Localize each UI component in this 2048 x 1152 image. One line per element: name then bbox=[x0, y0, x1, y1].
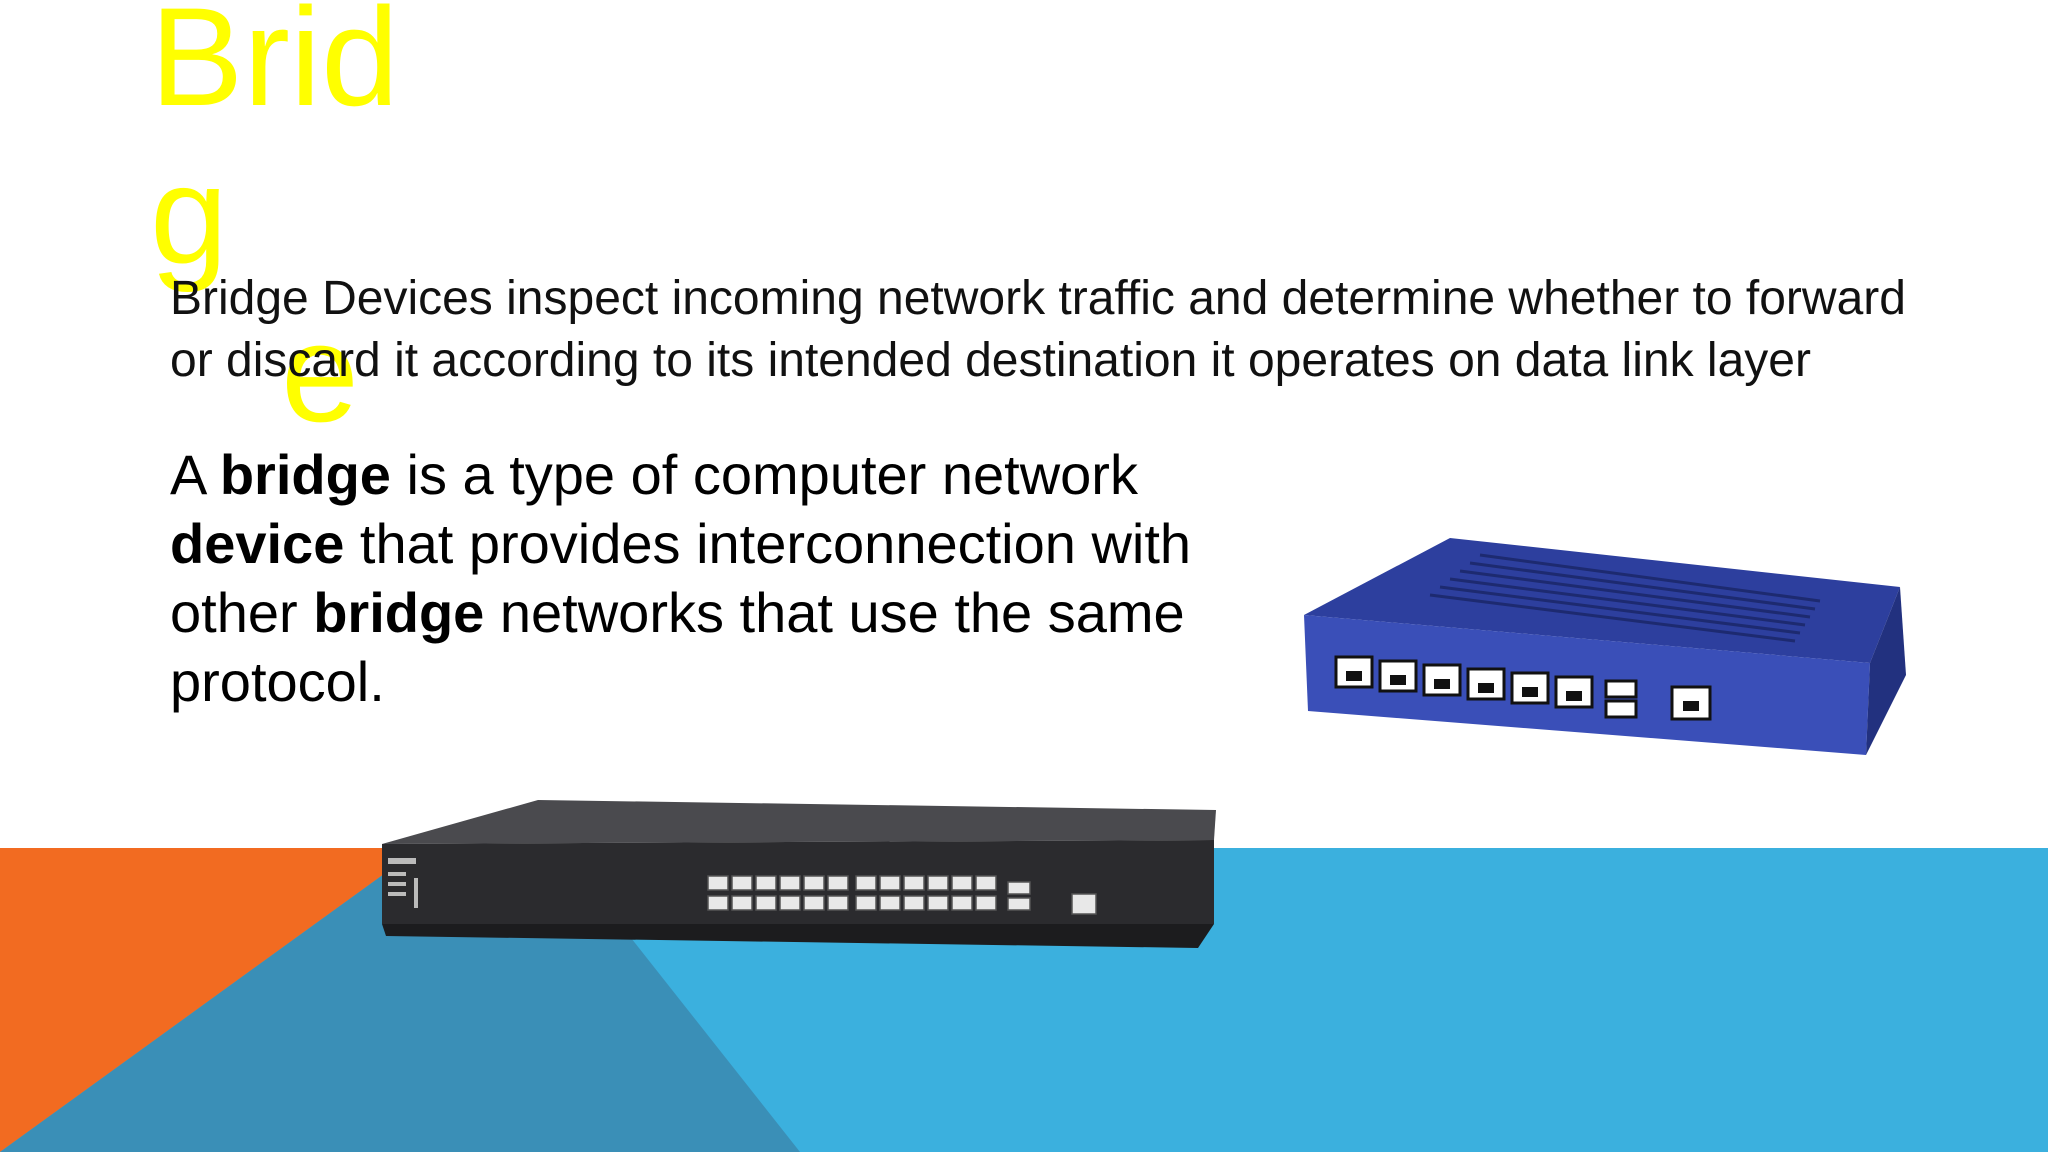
title-line-1: Brid g bbox=[150, 0, 399, 293]
definition-seg3: that provides interconnection with other bbox=[170, 512, 1192, 644]
slide-title: Brid g e bbox=[150, 0, 490, 452]
blue-bridge-device-image bbox=[1304, 538, 1906, 755]
definition-seg4: networks that use the same protocol. bbox=[170, 581, 1185, 713]
title-line-2: e bbox=[281, 294, 359, 451]
description-text: Bridge Devices inspect incoming network … bbox=[170, 272, 1906, 387]
definition-bold3: bridge bbox=[313, 581, 485, 644]
definition-paragraph: A bridge is a type of computer network d… bbox=[170, 440, 1260, 716]
definition-seg2: is a type of computer network bbox=[390, 443, 1138, 506]
definition-seg1: A bbox=[170, 443, 220, 506]
definition-bold2: device bbox=[170, 512, 345, 575]
switch-rack-image bbox=[382, 800, 1216, 948]
definition-bold1: bridge bbox=[219, 443, 391, 506]
